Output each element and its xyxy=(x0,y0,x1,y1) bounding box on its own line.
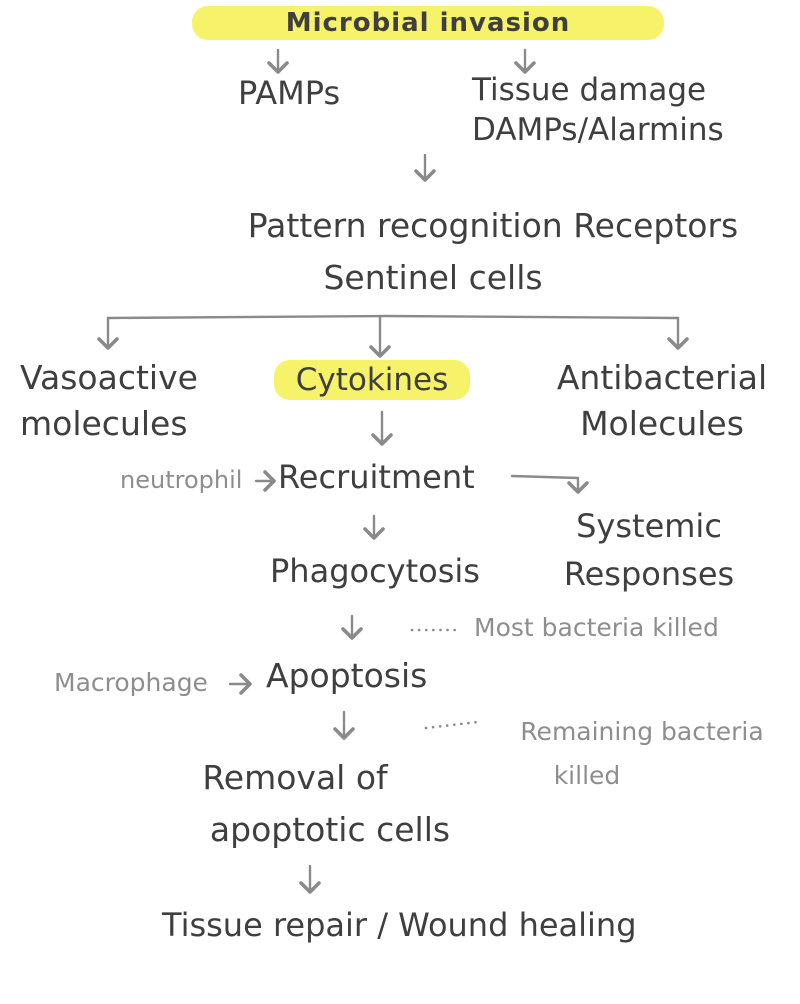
node-vasoactive-molecules: Vasoactive molecules xyxy=(20,355,198,447)
node-apoptosis: Apoptosis xyxy=(266,656,427,696)
node-systemic-responses: Systemic Responses xyxy=(552,502,746,598)
node-phagocytosis-label: Phagocytosis xyxy=(270,552,480,590)
dots-remaining-killed xyxy=(424,720,480,730)
label-remaining-bacteria-killed: Remaining bacteria killed xyxy=(492,710,792,798)
arrow-recruitment-to-systemic xyxy=(510,474,589,494)
node-phagocytosis: Phagocytosis xyxy=(270,552,480,590)
label-neutrophil-text: neutrophil xyxy=(120,466,243,494)
node-tissue-damage-line-1: Tissue damage xyxy=(472,72,707,108)
label-macrophage-text: Macrophage xyxy=(54,668,208,697)
label-most-bacteria-killed-text: Most bacteria killed xyxy=(474,613,719,642)
node-tissue-repair: Tissue repair / Wound healing xyxy=(162,906,637,944)
node-removal-line-1: Removal of xyxy=(202,758,388,797)
node-recruitment: Recruitment xyxy=(278,458,475,496)
label-remaining-line-1: Remaining bacteria xyxy=(520,717,764,746)
node-antibacterial-line-1: Antibacterial xyxy=(556,358,768,397)
label-most-bacteria-killed: Most bacteria killed xyxy=(474,613,719,643)
node-systemic-line-1: Systemic xyxy=(576,507,722,545)
node-antibacterial-molecules: Antibacterial Molecules xyxy=(532,355,792,447)
node-systemic-line-2: Responses xyxy=(563,555,735,593)
node-removal-line-2: apoptotic cells xyxy=(209,810,451,849)
node-recruitment-label: Recruitment xyxy=(278,458,475,496)
label-neutrophil: neutrophil xyxy=(120,466,242,495)
node-pamps-label: PAMPs xyxy=(238,74,341,112)
node-pamps: PAMPs xyxy=(238,74,340,112)
node-vasoactive-line-1: Vasoactive xyxy=(20,358,198,397)
node-vasoactive-line-2: molecules xyxy=(20,404,188,443)
node-antibacterial-line-2: Molecules xyxy=(580,404,744,443)
label-macrophage: Macrophage xyxy=(54,668,208,698)
node-tissue-repair-label: Tissue repair / Wound healing xyxy=(162,906,637,944)
node-prr-line-1: Pattern recognition Receptors xyxy=(247,206,739,245)
node-tissue-damage: Tissue damage DAMPs/Alarmins xyxy=(472,70,724,150)
branch-bar xyxy=(106,314,680,320)
label-remaining-line-2: killed xyxy=(553,761,621,790)
node-pattern-recognition: Pattern recognition Receptors Sentinel c… xyxy=(198,200,788,304)
node-tissue-damage-line-2: DAMPs/Alarmins xyxy=(472,112,724,148)
node-cytokines-label: Cytokines xyxy=(295,362,449,398)
node-prr-line-2: Sentinel cells xyxy=(323,258,543,297)
node-microbial-invasion: Microbial invasion xyxy=(192,6,664,40)
node-apoptosis-label: Apoptosis xyxy=(266,656,428,695)
node-cytokines: Cytokines xyxy=(274,360,470,400)
node-microbial-invasion-label: Microbial invasion xyxy=(285,8,571,38)
node-removal-apoptotic-cells: Removal of apoptotic cells xyxy=(170,752,490,856)
